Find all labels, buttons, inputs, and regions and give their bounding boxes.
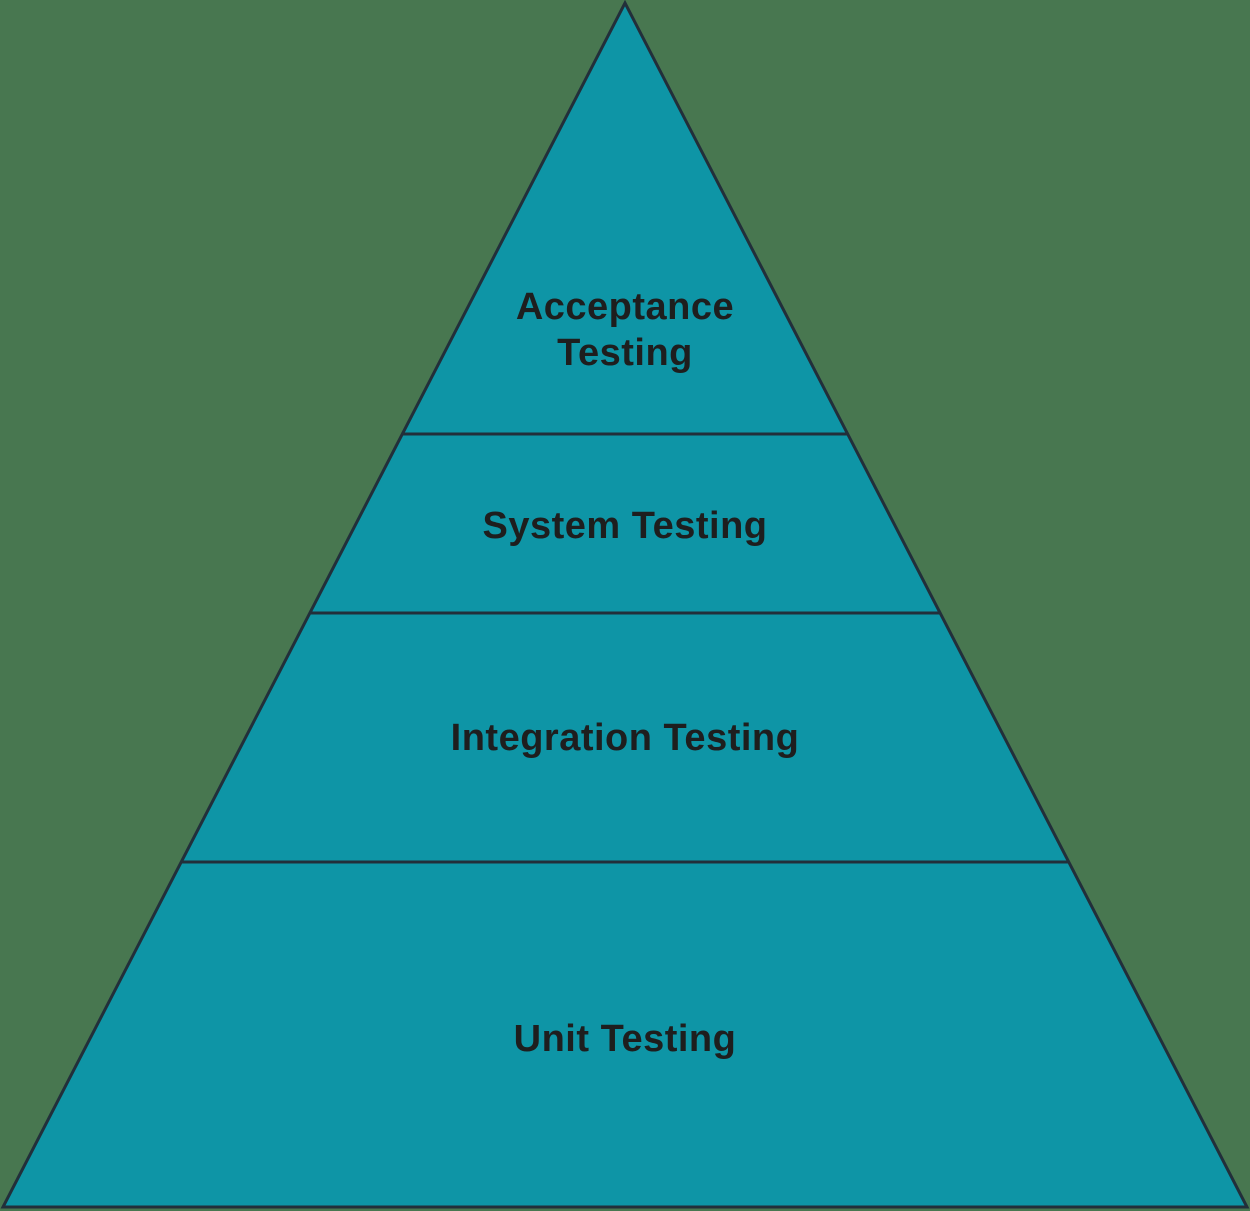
tier-label-acceptance-line2: Testing: [557, 332, 693, 374]
tier-label-unit: Unit Testing: [514, 1018, 737, 1060]
tier-label-integration: Integration Testing: [451, 717, 800, 759]
tier-label-system: System Testing: [482, 505, 767, 547]
tier-label-acceptance-line1: Acceptance: [516, 286, 734, 328]
